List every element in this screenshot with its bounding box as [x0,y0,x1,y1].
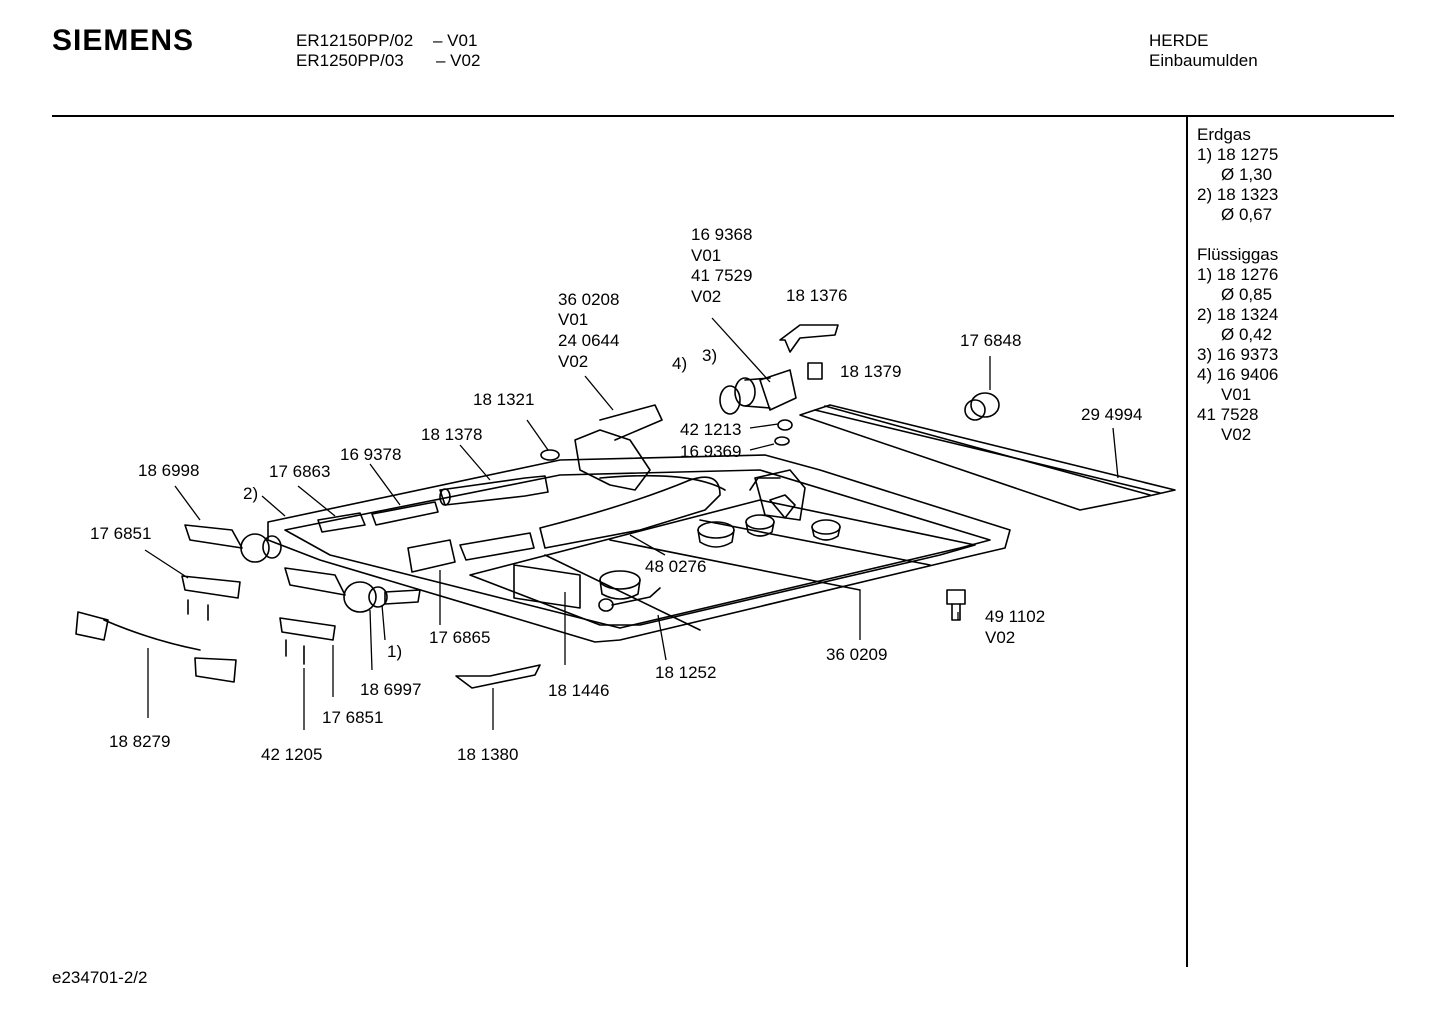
exploded-parts-drawing [75,317,1176,730]
part-label: V02 [691,287,722,306]
bolt [946,589,966,621]
fluessiggas-note: 3) 16 9373 [1197,345,1279,364]
erdgas-title: Erdgas [1197,125,1251,144]
clip [181,575,241,599]
model-code-1: ER12150PP/02 [296,31,414,50]
washer [774,436,790,446]
bushing [807,362,823,380]
spring-clip [455,664,541,689]
part-label: 18 1446 [548,681,610,700]
burner-tray-frame [267,454,1011,643]
bracket [779,324,839,353]
pipe [459,532,535,561]
fluessiggas-title: Flüssiggas [1197,245,1279,264]
brand-logo: SIEMENS [52,24,195,57]
switch-bracket [513,564,581,609]
erdgas-note: 2) 18 1323 [1197,185,1279,204]
part-label: 18 1321 [473,390,535,409]
sidebar-divider [1186,117,1188,967]
gas-valve [184,524,282,563]
burner-seat [697,521,735,548]
model-variant-1: – V01 [433,31,478,50]
erdgas-note: Ø 1,30 [1221,165,1273,184]
fluessiggas-note: Ø 0,42 [1221,325,1273,344]
part-label: 18 1379 [840,362,902,381]
part-label: V01 [558,310,589,329]
part-label: 36 0209 [826,645,888,664]
fluessiggas-note: 2) 18 1324 [1197,305,1279,324]
part-label: 18 8279 [109,732,171,751]
part-label: 36 0208 [558,290,620,309]
part-label: 17 6851 [322,708,384,727]
leader-lines [144,317,1119,730]
model-code-2: ER1250PP/03 [296,51,404,70]
part-label: 4) [672,354,688,373]
gas-pipe [539,474,726,549]
lever [598,587,661,612]
bracket [574,404,663,491]
part-label: V02 [985,628,1016,647]
nut [540,449,560,461]
part-label: V01 [691,246,722,265]
part-label: 17 6851 [90,524,152,543]
subcategory-label: Einbaumulden [1149,51,1258,70]
burner-seat [599,570,641,600]
burner-seat [811,519,841,541]
footer-reference: e234701-2/2 [52,968,148,987]
part-label: 18 1376 [786,286,848,305]
part-label: 2) [243,484,259,503]
part-label: 42 1205 [261,745,323,764]
nozzle [317,512,366,533]
part-label: 17 6863 [269,462,331,481]
elbow-fitting [719,369,797,415]
category-label: HERDE [1149,31,1209,50]
connector [964,392,1000,421]
erdgas-note: Ø 0,67 [1221,205,1273,224]
screw [285,639,305,665]
fluessiggas-note: Ø 0,85 [1221,285,1273,304]
pipe [371,501,439,526]
part-label: 1) [387,642,403,661]
part-label: 18 1378 [421,425,483,444]
part-label: 16 9378 [340,445,402,464]
part-label: 24 0644 [558,331,620,350]
part-label: 18 6997 [360,680,422,699]
fluessiggas-note: V02 [1221,425,1252,444]
part-label: 17 6848 [960,331,1022,350]
fluessiggas-note: 4) 16 9406 [1197,365,1279,384]
erdgas-note: 1) 18 1275 [1197,145,1279,164]
part-label: 3) [702,346,718,365]
part-label: 42 1213 [680,420,742,439]
gas-valve [284,567,388,613]
part-label: 18 1380 [457,745,519,764]
part-label: 16 9369 [680,442,742,461]
part-label: V02 [558,352,589,371]
part-label: 49 1102 [985,607,1046,626]
part-label: 41 7529 [691,266,753,285]
fluessiggas-note: 1) 18 1276 [1197,265,1279,284]
tube [384,589,421,605]
screw [187,599,209,621]
header-divider [52,115,1394,117]
rail [799,404,1176,511]
part-label: 29 4994 [1081,405,1143,424]
fluessiggas-note: V01 [1221,385,1252,404]
burner-seat [745,514,775,537]
part-label: 16 9368 [691,225,753,244]
part-label: 18 1252 [655,663,717,682]
hose [439,475,549,506]
fluessiggas-note: 41 7528 [1197,405,1259,424]
part-label: 18 6998 [138,461,200,480]
coupling [407,539,456,573]
seal [777,419,793,431]
gas-notes-panel: Erdgas 1) 18 1275 Ø 1,30 2) 18 1323 Ø 0,… [1197,125,1278,445]
part-label: 48 0276 [645,557,707,576]
model-variant-2: – V02 [436,51,481,70]
part-label: 17 6865 [429,628,491,647]
clip [279,617,336,641]
wiring-harness [75,611,237,683]
